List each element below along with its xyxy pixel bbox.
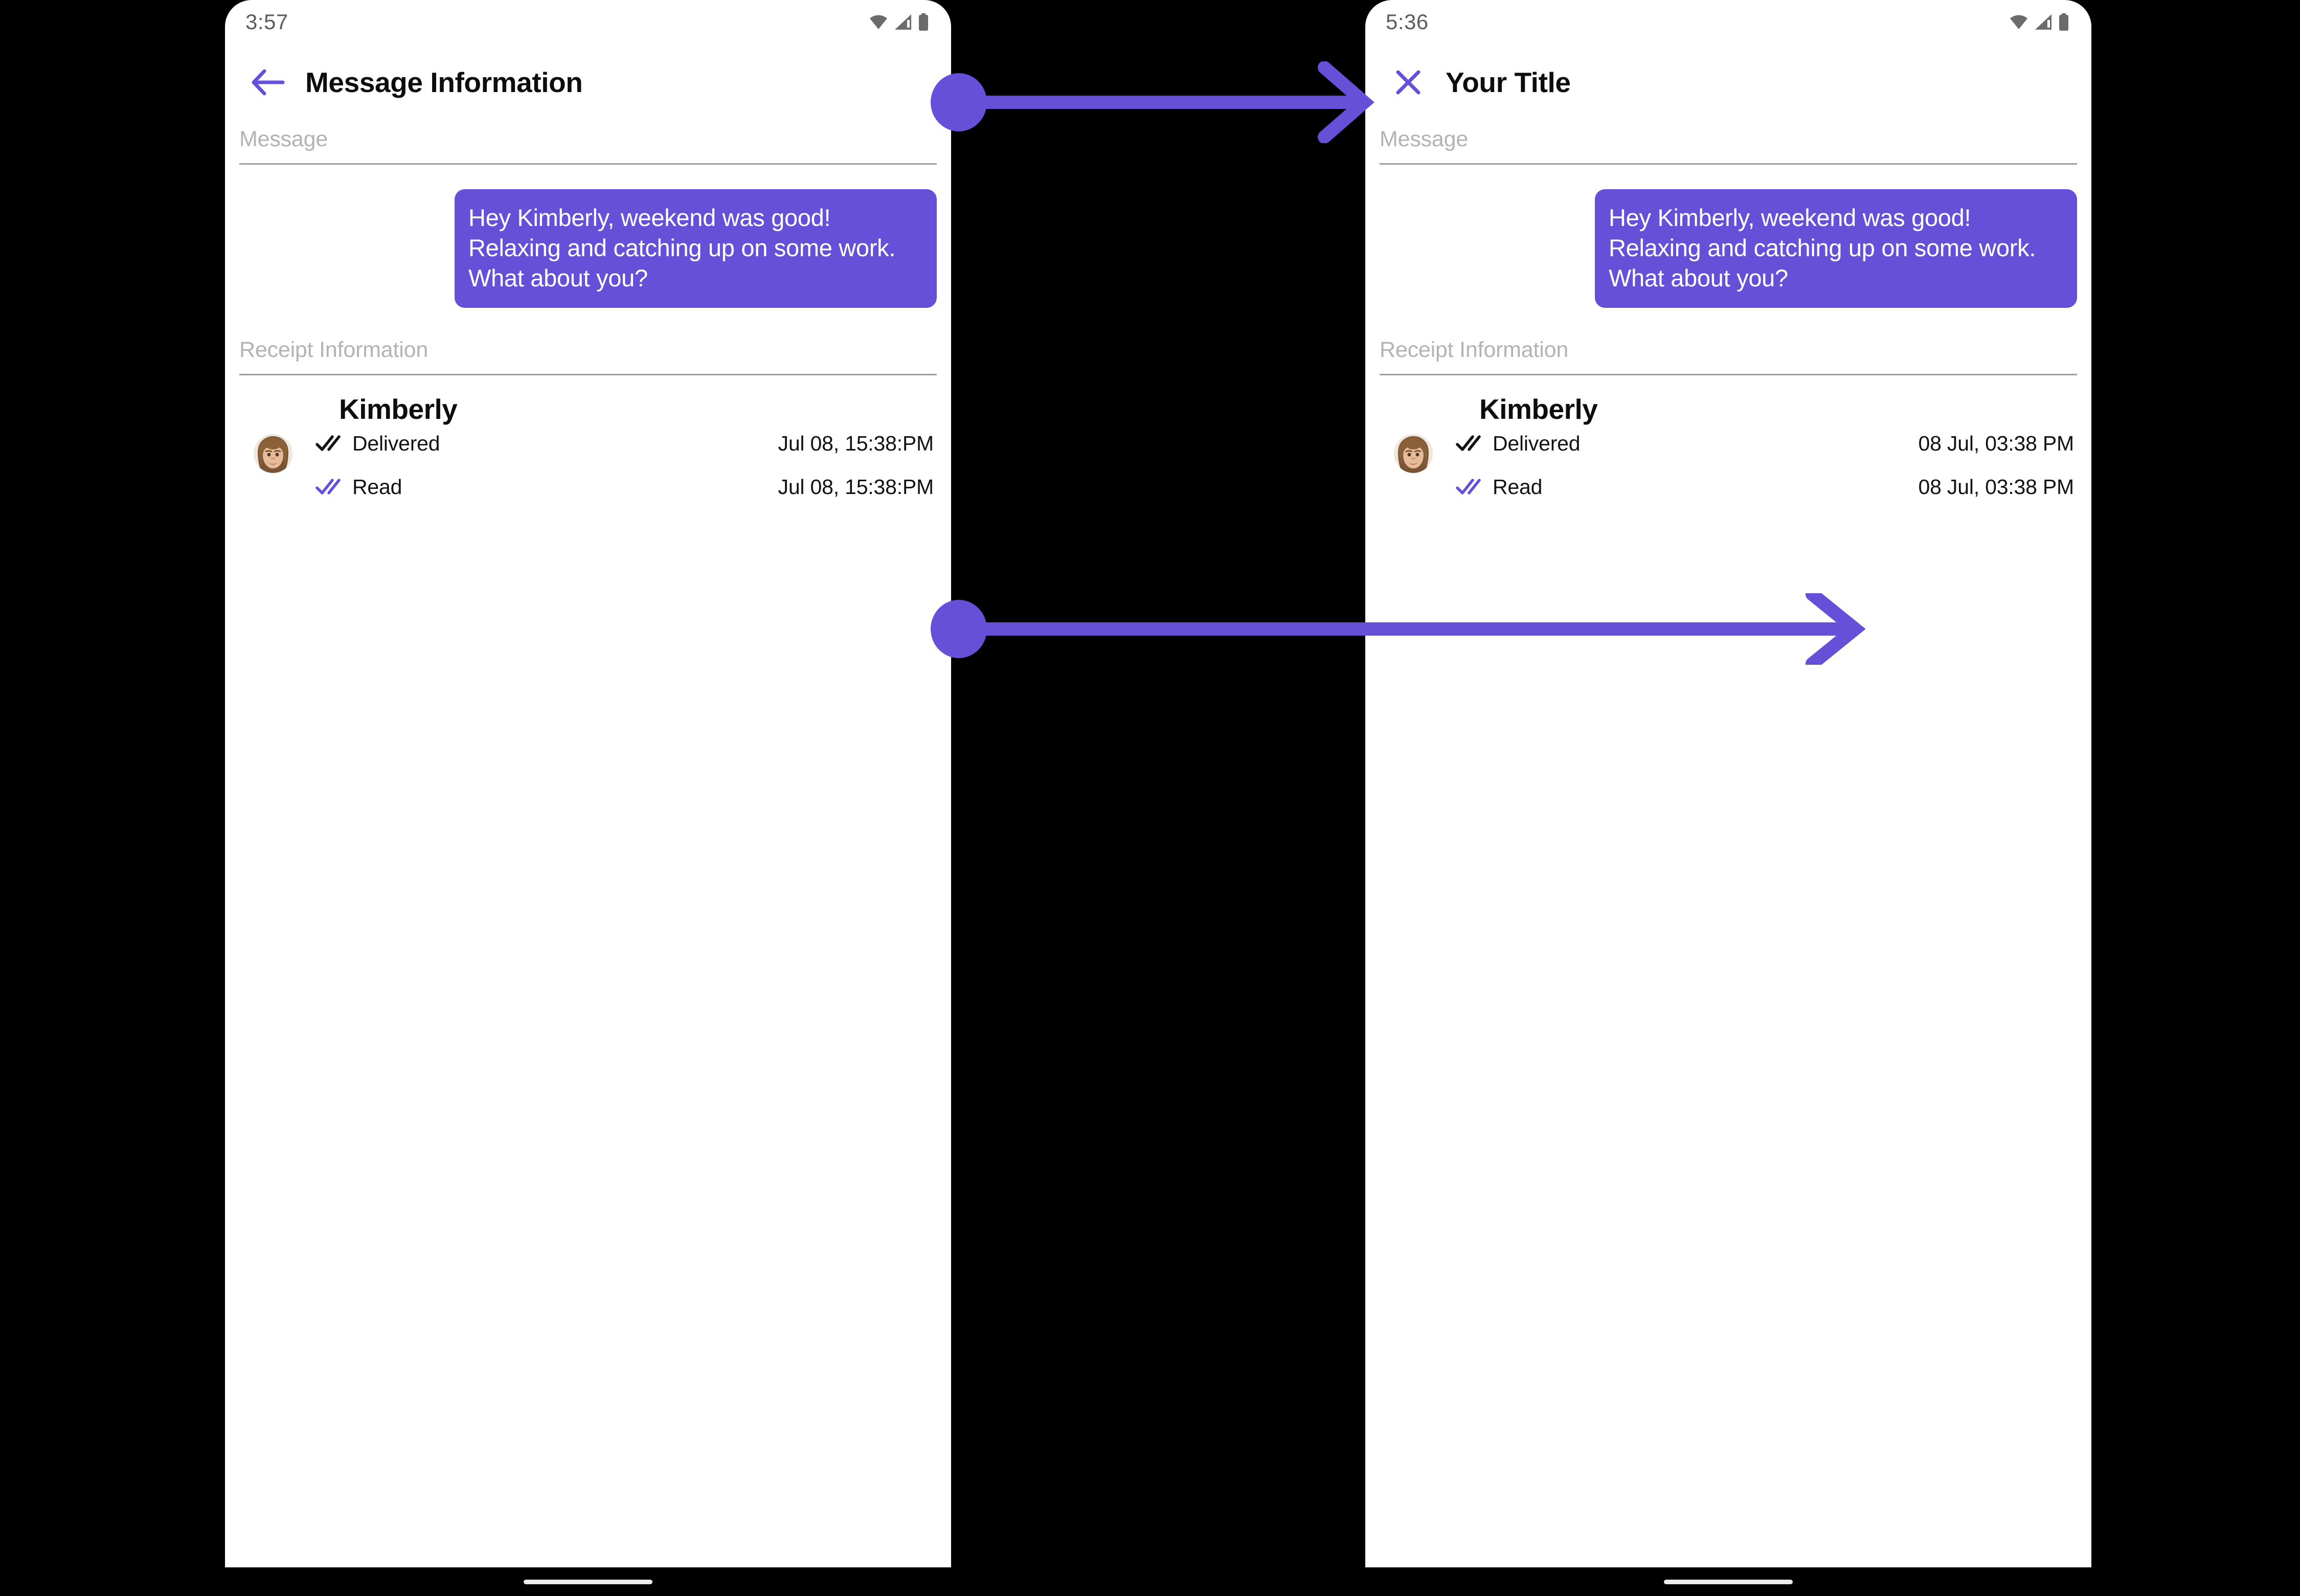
receipt-row: Delivered Jul 08, 15:38:PM xyxy=(315,429,937,458)
double-check-icon xyxy=(315,477,342,497)
receipt-status-label: Delivered xyxy=(1493,431,1581,455)
contact-name: Kimberly xyxy=(339,393,458,425)
wifi-icon xyxy=(869,14,888,30)
message-bubble-row: Hey Kimberly, weekend was good! Relaxing… xyxy=(1380,165,2077,331)
avatar xyxy=(1394,434,1433,474)
receipt-rows: Delivered Jul 08, 15:38:PM Read Jul 08, … xyxy=(315,429,937,516)
cellular-signal-icon xyxy=(894,14,912,30)
screen-content: Message Hey Kimberly, weekend was good! … xyxy=(1365,121,2091,1596)
gesture-nav-bar xyxy=(225,1567,951,1596)
receipt-status-label: Read xyxy=(352,475,402,499)
home-indicator[interactable] xyxy=(524,1579,652,1584)
back-arrow-icon[interactable] xyxy=(249,63,287,102)
avatar xyxy=(254,434,292,474)
receipt-row: Read Jul 08, 15:38:PM xyxy=(315,473,937,501)
phone-screen-right: 5:36 Your Title Message Hey Kimberly, we… xyxy=(1365,0,2091,1596)
annotation-arrow-title xyxy=(931,61,1391,144)
status-bar: 3:57 xyxy=(225,0,951,44)
app-bar: Your Title xyxy=(1365,44,2091,121)
receipt-row: Read 08 Jul, 03:38 PM xyxy=(1456,473,2077,501)
receipt-timestamp: 08 Jul, 03:38 PM xyxy=(1918,475,2074,499)
message-bubble: Hey Kimberly, weekend was good! Relaxing… xyxy=(455,189,937,308)
double-check-icon xyxy=(315,433,342,454)
page-title: Message Information xyxy=(305,66,583,98)
receipt-status-label: Delivered xyxy=(352,431,440,455)
double-check-icon xyxy=(1456,477,1482,497)
message-section-label: Message xyxy=(1380,127,1469,151)
page-title: Your Title xyxy=(1446,66,1571,98)
message-section-divider xyxy=(1380,163,2077,165)
receipt-body: Delivered Jul 08, 15:38:PM Read Jul 08, … xyxy=(239,429,937,516)
message-section-label: Message xyxy=(239,127,328,151)
double-check-icon xyxy=(1456,433,1482,454)
receipt-section-divider xyxy=(1380,373,2077,375)
wifi-icon xyxy=(2010,14,2028,30)
battery-icon xyxy=(2059,13,2069,31)
close-x-icon[interactable] xyxy=(1389,63,1428,102)
status-bar-icons xyxy=(2010,13,2069,31)
receipt-timestamp: Jul 08, 15:38:PM xyxy=(778,431,934,455)
message-bubble-row: Hey Kimberly, weekend was good! Relaxing… xyxy=(239,165,937,331)
battery-icon xyxy=(918,13,929,31)
status-bar: 5:36 xyxy=(1365,0,2091,44)
receipt-timestamp: 08 Jul, 03:38 PM xyxy=(1918,431,2074,455)
receipt-section-divider xyxy=(239,373,937,375)
receipt-section-label: Receipt Information xyxy=(1380,337,1569,362)
app-bar: Message Information xyxy=(225,44,951,121)
receipt-body: Delivered 08 Jul, 03:38 PM Read 08 Jul, … xyxy=(1380,429,2077,516)
receipt-section-label: Receipt Information xyxy=(239,337,429,362)
receipt-status-label: Read xyxy=(1493,475,1543,499)
message-section-divider xyxy=(239,163,937,165)
cellular-signal-icon xyxy=(2035,14,2052,30)
screen-content: Message Hey Kimberly, weekend was good! … xyxy=(225,121,951,1596)
receipt-block: Kimberly xyxy=(239,375,937,516)
status-bar-clock: 3:57 xyxy=(245,10,288,34)
message-bubble: Hey Kimberly, weekend was good! Relaxing… xyxy=(1595,189,2077,308)
contact-name: Kimberly xyxy=(1479,393,1598,425)
receipt-timestamp: Jul 08, 15:38:PM xyxy=(778,475,934,499)
receipt-row: Delivered 08 Jul, 03:38 PM xyxy=(1456,429,2077,458)
receipt-rows: Delivered 08 Jul, 03:38 PM Read 08 Jul, … xyxy=(1456,429,2077,516)
receipt-block: Kimberly xyxy=(1380,375,2077,516)
gesture-nav-bar xyxy=(1365,1567,2091,1596)
phone-screen-left: 3:57 Message Information Message Hey Kim… xyxy=(225,0,951,1596)
status-bar-clock: 5:36 xyxy=(1386,10,1429,34)
home-indicator[interactable] xyxy=(1664,1579,1793,1584)
status-bar-icons xyxy=(869,13,929,31)
